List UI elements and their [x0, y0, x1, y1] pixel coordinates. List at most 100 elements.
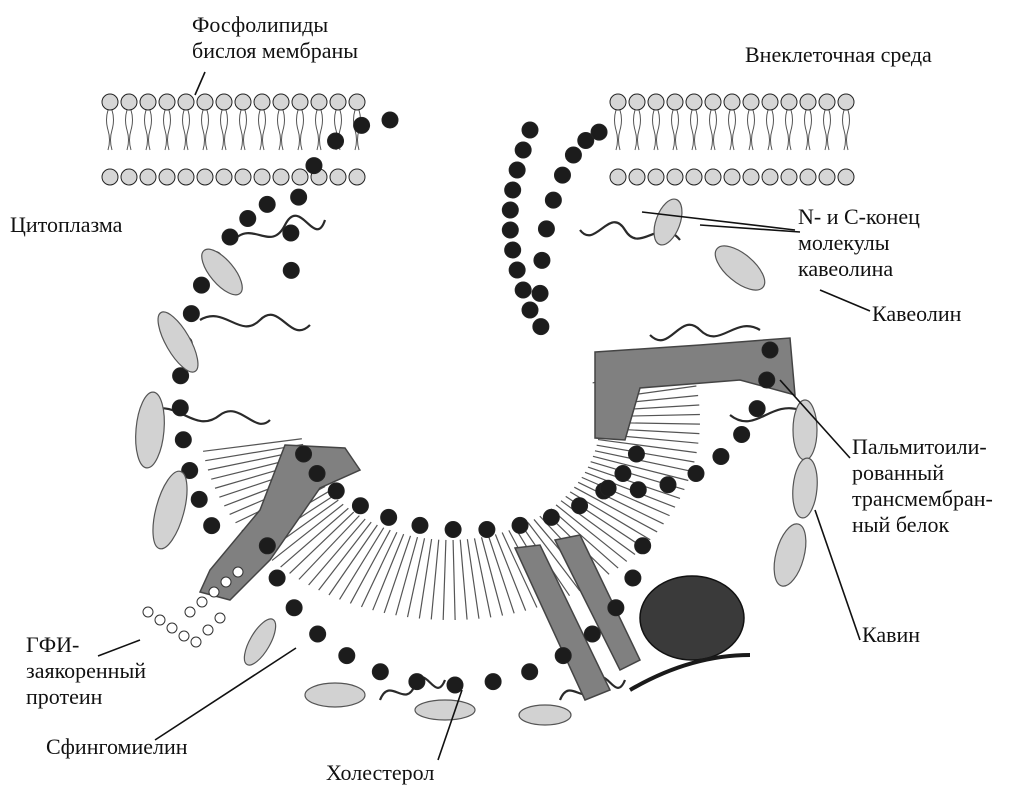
lipid-tail: [263, 110, 266, 150]
extracellular-label: Внеклеточная среда: [745, 42, 932, 68]
outer-lipid-head: [762, 94, 778, 110]
inner-lipid-head: [222, 229, 238, 245]
inner-lipid-head: [447, 677, 463, 693]
inner-lipid-head: [630, 482, 646, 498]
lipid-tail: [168, 110, 171, 150]
inner-lipid-head: [505, 182, 521, 198]
inner-lipid-head: [191, 491, 207, 507]
inner-lipid-head: [330, 169, 346, 185]
gpi-sugar-bead: [143, 607, 153, 617]
outer-lipid-head: [686, 94, 702, 110]
lipid-tail: [843, 110, 846, 150]
cavin-ellipse: [649, 195, 688, 248]
outer-lipid-head: [140, 94, 156, 110]
inner-lipid-head: [306, 158, 322, 174]
cavin-ellipse: [305, 683, 365, 707]
lipid-tail: [676, 110, 679, 150]
inner-lipid-head: [140, 169, 156, 185]
lipid-tail: [202, 110, 205, 150]
outer-lipid-head: [121, 94, 137, 110]
outer-lipid-head: [254, 94, 270, 110]
inner-lipid-head: [159, 169, 175, 185]
inner-lipid-head: [273, 169, 289, 185]
caveolin-loop: [200, 315, 310, 331]
inner-lipid-head: [625, 570, 641, 586]
inner-lipid-head: [259, 538, 275, 554]
inner-lipid-head: [259, 196, 275, 212]
inner-lipid-head: [615, 465, 631, 481]
outer-lipid-head: [159, 94, 175, 110]
inner-lipid-head: [584, 626, 600, 642]
lipid-tail: [187, 110, 190, 150]
inner-lipid-head: [628, 446, 644, 462]
inner-lipid-head: [121, 169, 137, 185]
lipid-tail: [278, 110, 281, 150]
gpi-protein-label: ГФИ- заякоренный протеин: [26, 632, 146, 710]
caveolin-loop: [150, 408, 270, 424]
inner-lipid-head: [412, 517, 428, 533]
inner-lipid-head: [781, 169, 797, 185]
inner-lipid-head: [635, 538, 651, 554]
cavin-label: Кавин: [862, 622, 920, 648]
outer-lipid-head: [705, 94, 721, 110]
inner-lipid-head: [485, 674, 501, 690]
inner-lipid-head: [591, 124, 607, 140]
lipid-tail: [638, 110, 641, 150]
lipid-tail: [301, 110, 304, 150]
lipid-tail: [443, 540, 446, 620]
lipid-tail: [206, 110, 209, 150]
inner-lipid-head: [554, 167, 570, 183]
inner-lipid-head: [819, 169, 835, 185]
inner-lipid-head: [534, 252, 550, 268]
gpi-sugar-bead: [167, 623, 177, 633]
inner-lipid-head: [193, 277, 209, 293]
inner-lipid-head: [762, 169, 778, 185]
outer-lipid-head: [311, 94, 327, 110]
lipid-tail: [824, 110, 827, 150]
caveolin-loop: [650, 325, 760, 341]
inner-lipid-head: [648, 169, 664, 185]
inner-lipid-head: [502, 222, 518, 238]
inner-lipid-head: [310, 626, 326, 642]
outer-lipid-head: [724, 94, 740, 110]
leader-line: [155, 648, 296, 740]
inner-lipid-head: [667, 169, 683, 185]
lipid-tail: [582, 477, 670, 515]
inner-lipid-head: [409, 674, 425, 690]
inner-lipid-head: [479, 521, 495, 537]
lipid-tail: [164, 110, 167, 150]
inner-lipid-head: [629, 169, 645, 185]
outer-lipid-head: [781, 94, 797, 110]
palmitoylated-protein-label: Пальмитоили- рованный трансмембран- ный …: [852, 434, 993, 538]
lipid-tail: [729, 110, 732, 150]
outer-lipid-head: [610, 94, 626, 110]
cavin-ellipse: [415, 700, 475, 720]
inner-lipid-head: [339, 648, 355, 664]
outer-lipid-head: [800, 94, 816, 110]
lipid-tail: [282, 110, 285, 150]
caveolin-termini-label: N- и С-конец молекулы кавеолина: [798, 204, 920, 282]
cavin-ellipse: [146, 468, 194, 553]
inner-lipid-head: [502, 202, 518, 218]
inner-lipid-head: [543, 509, 559, 525]
lipid-tail: [828, 110, 831, 150]
lipid-tail: [340, 528, 384, 600]
gpi-sugar-bead: [233, 567, 243, 577]
inner-lipid-head: [512, 517, 528, 533]
inner-lipid-head: [328, 483, 344, 499]
inner-lipid-head: [509, 162, 525, 178]
membrane-proteins: [150, 216, 800, 700]
outer-lipid-head: [330, 94, 346, 110]
gpi-sugar-bead: [185, 607, 195, 617]
cavin-ellipse: [790, 457, 819, 519]
lipid-tail: [653, 110, 656, 150]
inner-lipid-head: [102, 169, 118, 185]
inner-lipid-head: [555, 648, 571, 664]
gpi-sugar-bead: [191, 637, 201, 647]
outer-lipid-head: [197, 94, 213, 110]
lipid-tail: [752, 110, 755, 150]
inner-lipid-head: [175, 432, 191, 448]
inner-lipid-head: [254, 169, 270, 185]
lipid-tail: [714, 110, 717, 150]
inner-lipid-head: [838, 169, 854, 185]
